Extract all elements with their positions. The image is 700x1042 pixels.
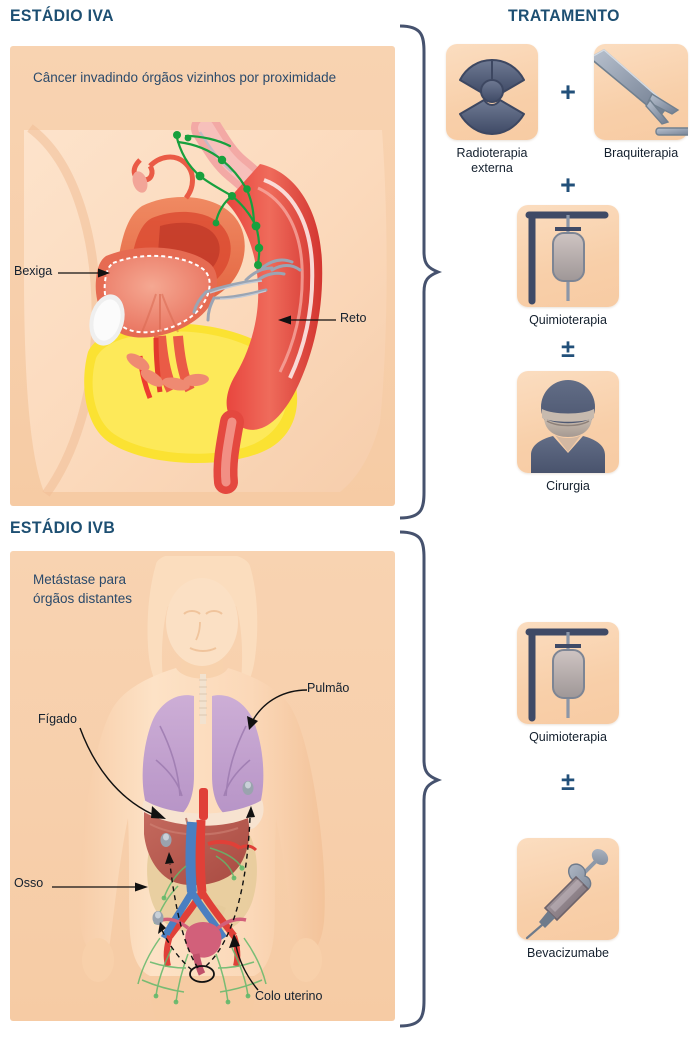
anatomy-illustration-body <box>10 556 395 1021</box>
panel-caption-ivb: Metástase para órgãos distantes <box>33 572 133 606</box>
chemotherapy-iv-drip-icon <box>525 211 609 305</box>
callout-label-figado: Fígado <box>38 712 77 726</box>
callout-arrow-colo-uterino <box>229 934 259 991</box>
callout-label-pulmao: Pulmão <box>307 681 350 695</box>
bracket-stage-iva <box>399 24 442 520</box>
anatomy-illustration-pelvis <box>10 122 395 506</box>
callout-arrow-bexiga <box>58 268 110 278</box>
treatment-tile-quimioterapia-ivb[interactable] <box>517 622 619 724</box>
operator-plusminus-1: ± <box>561 335 575 363</box>
treatment-label-radioterapia-externa: Radioterapia externa <box>456 146 528 175</box>
treatment-label-quimioterapia-ivb: Quimioterapia <box>529 730 607 744</box>
brachytherapy-applicator-icon <box>594 49 688 136</box>
page-title-stage-ivb: ESTÁDIO IVB <box>10 518 116 537</box>
chemotherapy-iv-drip-icon <box>525 628 609 722</box>
treatment-label-cirurgia: Cirurgia <box>546 479 590 493</box>
treatment-tile-quimioterapia-iva[interactable] <box>517 205 619 307</box>
panel-caption-iva: Câncer invadindo órgãos vizinhos por pro… <box>33 70 337 85</box>
radiation-trefoil-icon <box>459 59 525 135</box>
treatment-label-bevacizumabe: Bevacizumabe <box>527 946 609 960</box>
bracket-stage-ivb <box>399 530 442 1028</box>
treatment-label-quimioterapia-iva: Quimioterapia <box>529 313 607 327</box>
treatment-tile-braquiterapia[interactable] <box>594 44 688 140</box>
callout-label-osso: Osso <box>14 876 44 890</box>
operator-plusminus-2: ± <box>561 768 575 796</box>
operator-plus-2: + <box>560 170 576 200</box>
page-title-tratamento: TRATAMENTO <box>508 6 620 25</box>
callout-label-colo-uterino: Colo uterino <box>255 989 323 1003</box>
surgeon-icon <box>531 380 605 473</box>
callout-label-reto: Reto <box>340 311 367 325</box>
callout-arrow-pulmao <box>247 689 307 730</box>
callout-arrow-reto <box>278 315 336 325</box>
treatment-tile-bevacizumabe[interactable] <box>517 838 619 940</box>
callout-arrow-osso <box>52 882 148 892</box>
treatment-tile-cirurgia[interactable] <box>517 371 619 473</box>
callout-label-bexiga: Bexiga <box>14 264 53 278</box>
treatment-label-braquiterapia: Braquiterapia <box>603 146 679 160</box>
page-title-stage-iva: ESTÁDIO IVA <box>10 6 114 25</box>
treatment-tile-radioterapia-externa[interactable] <box>446 44 538 140</box>
operator-plus-1: + <box>560 77 576 107</box>
syringe-icon <box>525 849 609 940</box>
callout-arrow-figado <box>79 727 166 819</box>
